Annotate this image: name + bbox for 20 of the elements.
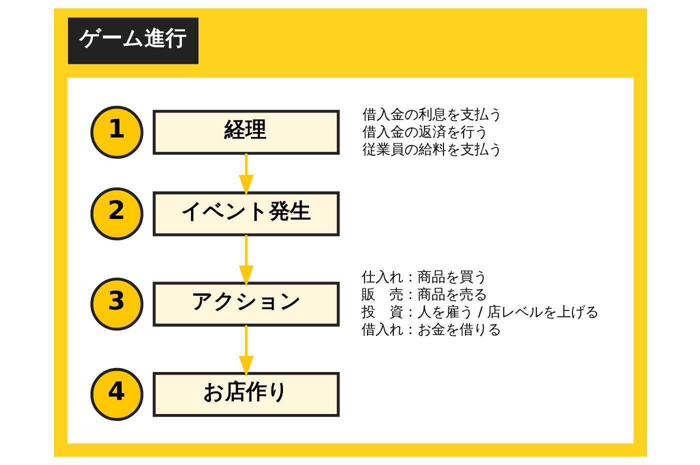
node-label: 借入れ：お金を借りる [361,322,502,338]
node-circle: 3 [90,278,143,331]
node-box: イベント発生 [152,191,340,236]
diagram-title: ゲーム進行 [79,26,186,50]
node-label: 投 資：人を雇う / 店レベルを上げる [361,304,599,320]
arrow [238,325,254,377]
node-box: お店作り [152,372,340,417]
node-label: 仕入れ：商品を買う [361,270,488,286]
node-box: 経理 [152,110,340,155]
node-label: 販 売：商品を売る [361,287,488,304]
node-label: 借入金の返済を行う [362,124,488,140]
node-circle: 4 [90,368,143,421]
arrow [238,153,254,196]
node-circle: 1 [90,106,143,159]
node-label: 従業員の給料を支払う [362,142,502,158]
cluster [66,78,634,444]
node-circle: 2 [90,187,143,240]
node-label: 借入金の利息を支払う [362,107,502,124]
node-box: アクション [152,282,340,327]
arrow [238,234,254,287]
